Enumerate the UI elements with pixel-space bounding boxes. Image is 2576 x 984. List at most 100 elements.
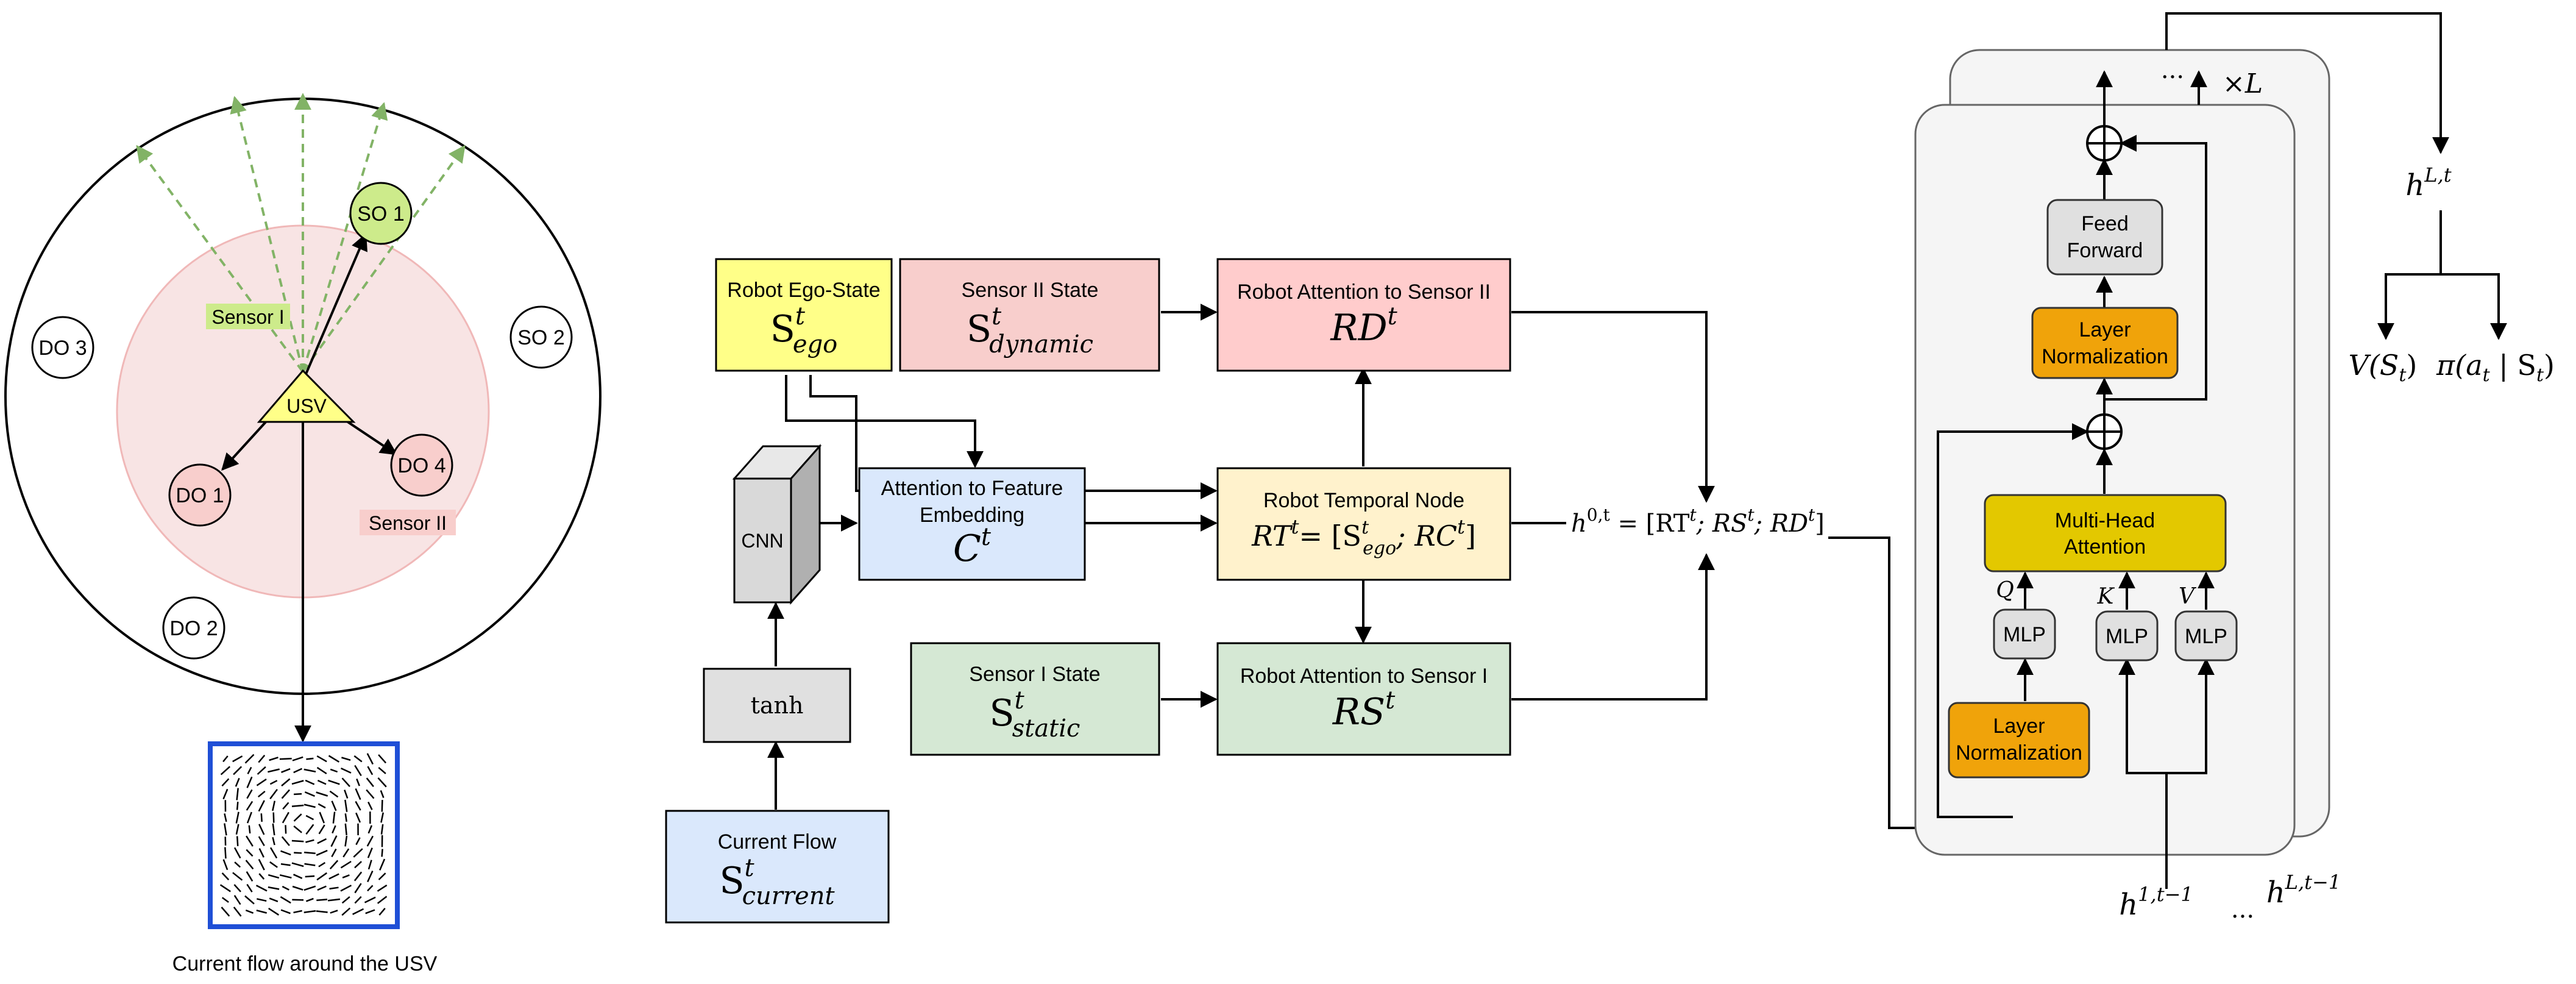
flow-vector [378, 766, 386, 774]
so1-label: SO 1 [357, 202, 404, 226]
h-in-last: hL,t−1 [2266, 871, 2341, 910]
flow-vector [305, 815, 314, 821]
flow-vector [235, 824, 240, 835]
flow-vector [246, 789, 253, 799]
flow-vector [233, 884, 241, 893]
conn-hlt-split [2377, 210, 2442, 340]
flow-vector [303, 768, 316, 773]
flow-vector [380, 812, 385, 823]
flow-vector [292, 885, 303, 891]
flow-vector [221, 907, 230, 917]
flow-vector [282, 802, 289, 810]
flow-vector [268, 907, 280, 916]
flow-vector [281, 789, 291, 799]
flow-vector [367, 766, 374, 775]
flow-vector [352, 908, 364, 915]
attn-sensor-ii-box [1216, 258, 1511, 372]
flow-vector [245, 909, 254, 914]
h-out-label: hL,t [2405, 163, 2451, 202]
flow-vector [282, 811, 289, 824]
sensor-i-label-bg [206, 304, 290, 329]
flow-vector [330, 768, 338, 773]
do2-circle [162, 596, 225, 660]
feed-forward-line1: Feed [2081, 212, 2129, 235]
flow-vector [342, 848, 350, 858]
flow-vector [258, 858, 265, 871]
flow-vector [353, 755, 363, 763]
flow-vector [328, 873, 339, 880]
sensor-i-label: Sensor I [211, 306, 284, 328]
flow-vector [344, 835, 348, 847]
sensor-i-state-box [910, 642, 1160, 756]
flow-vector [318, 803, 326, 809]
flow-vector [303, 804, 316, 808]
flow-vector [281, 778, 291, 786]
flow-vector [367, 825, 373, 834]
flow-vector [293, 813, 302, 822]
flow-vector [355, 800, 361, 811]
flow-vector [268, 874, 280, 879]
flow-vector [380, 824, 384, 835]
conn-residual2 [2104, 135, 2207, 401]
conn-residual1 [1937, 423, 2089, 818]
flow-vector [256, 778, 267, 786]
flow-vector [341, 907, 351, 916]
flow-vector [329, 886, 339, 890]
flow-vector [272, 800, 276, 811]
so1-circle [349, 182, 413, 245]
flow-vector [293, 825, 302, 833]
flow-vector [344, 790, 349, 799]
flow-vector [340, 767, 352, 774]
flow-vector [233, 766, 243, 775]
flow-vector [279, 874, 292, 879]
feature-embedding-line1: Attention to Feature [881, 477, 1063, 500]
sensor-i-state-title: Sensor I State [969, 663, 1100, 686]
current-flow-title: Current Flow [718, 830, 837, 854]
flow-vector [367, 885, 374, 892]
layer-norm-bottom-line1: Layer [1993, 715, 2045, 738]
flow-vector [281, 836, 290, 846]
conn-hin-mlpk [2118, 658, 2168, 889]
attn-sensor-i-box [1216, 642, 1511, 756]
flow-vector [280, 909, 291, 914]
flow-vector [365, 909, 375, 914]
tanh-label: tanh [751, 692, 804, 719]
flow-vector [236, 836, 239, 846]
flow-vector [258, 800, 265, 812]
flow-vector [232, 755, 243, 763]
flow-vector [378, 872, 386, 880]
flow-vector [219, 884, 231, 893]
flow-caption: Current flow around the USV [172, 952, 438, 975]
sensor-ii-label-bg [360, 510, 456, 535]
current-flow-box [665, 810, 890, 924]
flow-vector [378, 907, 386, 916]
h-in-dots: ... [2231, 896, 2254, 924]
sensor-ii-state-box [899, 258, 1160, 372]
flow-vector [246, 835, 254, 847]
flow-vector [244, 895, 255, 905]
flow-vector [235, 777, 240, 787]
flow-vector [331, 800, 337, 811]
flow-vector [258, 873, 265, 880]
mlp-q-box [1993, 608, 2056, 660]
ego-state-title: Robot Ego-State [727, 279, 880, 302]
flow-vector [292, 756, 303, 761]
flow-vector [316, 791, 328, 797]
flow-vector [260, 813, 263, 822]
flow-vector [380, 790, 385, 798]
flow-vector [306, 757, 314, 760]
flow-vector [317, 838, 327, 844]
flow-vector [331, 848, 337, 858]
flow-vector [233, 907, 242, 917]
flow-vector [280, 863, 291, 866]
flow-vector [220, 766, 231, 775]
conn-hin-mlpv [2166, 658, 2215, 774]
h-in-first: h1,t−1 [2119, 883, 2193, 922]
flow-vector [294, 852, 302, 854]
mlp-k-label: MLP [2106, 625, 2148, 648]
stack-dots: ··· [2161, 63, 2184, 91]
flow-vector [244, 754, 255, 764]
flow-vector [291, 862, 304, 868]
flow-vector [356, 778, 360, 786]
flow-vector [224, 813, 227, 822]
